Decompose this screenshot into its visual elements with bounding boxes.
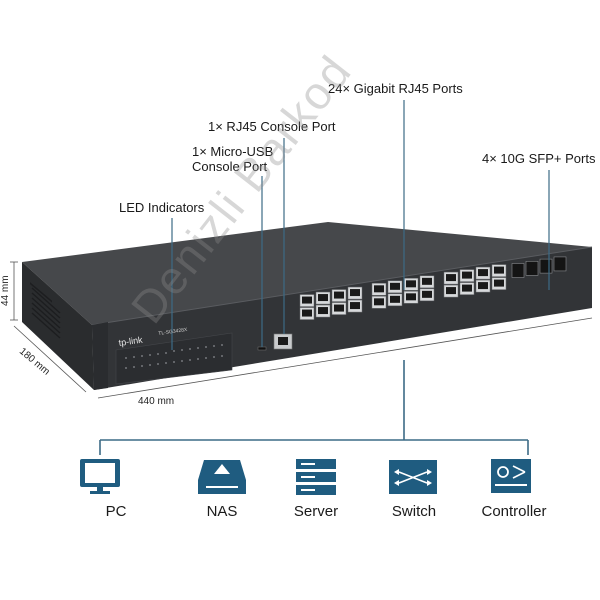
sfp-port xyxy=(539,258,553,274)
rj45-port-socket xyxy=(374,298,384,306)
sfp-port xyxy=(553,256,567,272)
nas-icon xyxy=(198,460,246,494)
rj45-console-label: 1× RJ45 Console Port xyxy=(208,119,336,134)
chassis-top xyxy=(22,222,592,325)
gigabit-ports-label: 24× Gigabit RJ45 Ports xyxy=(328,81,463,96)
rj45-port-socket xyxy=(422,290,432,298)
rack-ear xyxy=(92,322,108,390)
rj45-port-socket xyxy=(406,293,416,301)
rj45-port-socket xyxy=(494,279,504,287)
server-icon xyxy=(296,459,336,495)
rj45-port-socket xyxy=(478,282,488,290)
rj45-port-socket xyxy=(374,285,384,293)
rj45-port-socket xyxy=(390,295,400,303)
rj45-port-socket xyxy=(462,271,472,279)
rj45-port-socket xyxy=(406,280,416,288)
switch-icon xyxy=(389,460,437,494)
gigabit-port-block xyxy=(299,264,507,320)
rj45-port-socket xyxy=(390,282,400,290)
usb-console-line2: Console Port xyxy=(192,159,268,174)
controller-icon xyxy=(491,459,531,493)
dimension-lines xyxy=(10,261,593,399)
side-vents xyxy=(30,282,52,303)
led-panel xyxy=(115,332,233,385)
led-dots xyxy=(125,344,223,369)
rj45-port-socket xyxy=(446,274,456,282)
rj45-port-socket xyxy=(318,307,328,315)
sfp-port xyxy=(511,263,525,278)
width-dimension: 440 mm xyxy=(138,396,175,407)
rj45-port-socket xyxy=(302,296,312,304)
led-indicators-label: LED Indicators xyxy=(119,200,205,215)
device-label-server: Server xyxy=(293,503,339,520)
sfp-ports-label: 4× 10G SFP+ Ports xyxy=(482,151,596,166)
device-label-pc: PC xyxy=(105,503,127,520)
rj45-port-socket xyxy=(302,309,312,317)
micro-usb-port xyxy=(257,346,267,351)
rj45-port-socket xyxy=(318,294,328,302)
rj45-port-socket xyxy=(494,266,504,274)
rj45-port-socket xyxy=(350,302,360,310)
usb-console-label: 1× Micro-USB Console Port xyxy=(192,144,273,174)
device-label-controller: Controller xyxy=(481,503,547,520)
callout-lines xyxy=(171,100,550,350)
usb-console-line1: 1× Micro-USB xyxy=(192,144,274,159)
rj45-port-socket xyxy=(462,284,472,292)
pc-icon xyxy=(80,459,120,494)
rj45-port-socket xyxy=(334,291,344,299)
height-dimension: 44 mm xyxy=(0,275,11,306)
device-label-switch: Switch xyxy=(391,503,437,520)
rj45-port-socket xyxy=(446,287,456,295)
rj45-port-socket xyxy=(350,289,360,297)
rj45-port-socket xyxy=(478,269,488,277)
rj45-port-socket xyxy=(334,304,344,312)
rj45-port-socket xyxy=(422,277,432,285)
sfp-port xyxy=(525,260,539,276)
connection-tree xyxy=(99,360,529,455)
device-label-nas: NAS xyxy=(206,503,238,520)
side-vent-lines xyxy=(31,287,61,339)
